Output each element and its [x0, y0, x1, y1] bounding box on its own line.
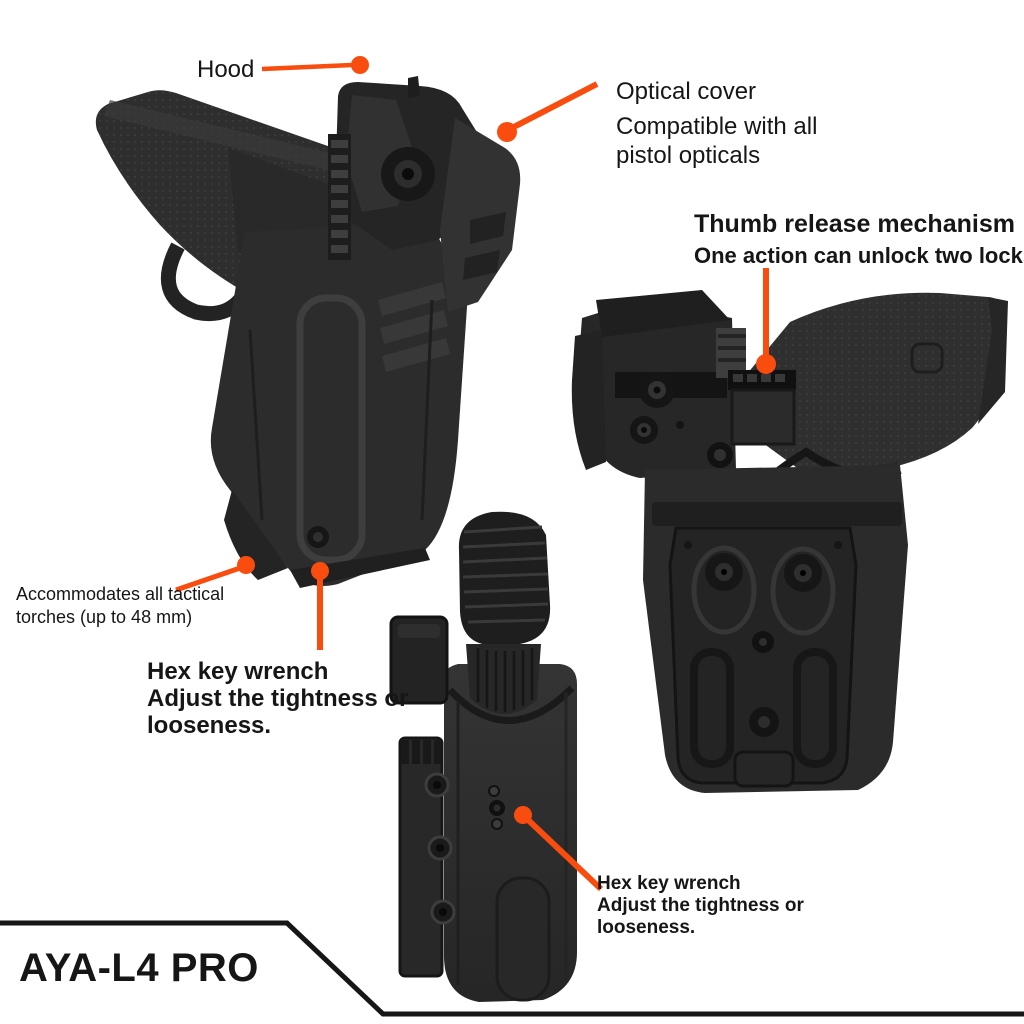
- hex-key-secondary-callout-dot: [514, 806, 532, 824]
- hex-key-secondary-desc-line2: looseness.: [597, 917, 696, 938]
- thumb-release-callout-dot: [756, 354, 776, 374]
- thumb-release-title: Thumb release mechanism: [694, 210, 1015, 238]
- footer-border-line: [0, 920, 1024, 1017]
- tactical-torch-line2: torches (up to 48 mm): [16, 607, 193, 627]
- optical-cover-desc-line2: pistol opticals: [616, 142, 761, 169]
- hex-key-primary-callout-dot: [311, 562, 329, 580]
- holster-side-view: [95, 76, 521, 588]
- holster-top-view: [389, 511, 577, 1002]
- optical-cover-title: Optical cover: [616, 78, 757, 105]
- optical-cover-callout-line: [506, 81, 599, 133]
- hood-callout-line: [261, 62, 353, 72]
- callout-thumb-release-label: Thumb release mechanism One action can u…: [694, 209, 1024, 269]
- hex-key-secondary-desc-line1: Adjust the tightness or: [597, 895, 804, 916]
- product-title: AYA-L4 PRO: [19, 946, 259, 990]
- hex-key-secondary-callout-line: [522, 814, 604, 892]
- callout-hood-label: Hood: [197, 56, 255, 83]
- hex-key-primary-desc-line1: Adjust the tightness or: [147, 685, 409, 712]
- optical-cover-desc-line1: Compatible with all: [616, 113, 818, 140]
- holster-back-view: [571, 290, 1008, 793]
- hex-key-primary-desc-line2: looseness.: [147, 712, 272, 739]
- hex-key-primary-title: Hex key wrench: [147, 658, 329, 685]
- callout-optical-cover-label: Optical cover Compatible with all pistol…: [616, 77, 817, 170]
- callout-tactical-torch-label: Accommodates all tactical torches (up to…: [16, 583, 224, 629]
- callout-lines: [175, 56, 776, 892]
- tactical-torch-line1: Accommodates all tactical: [16, 584, 225, 604]
- callout-hex-key-secondary-label: Hex key wrench Adjust the tightness or l…: [597, 873, 804, 939]
- hood-callout-dot: [351, 56, 369, 74]
- hex-key-secondary-title: Hex key wrench: [597, 873, 741, 894]
- tactical-torch-callout-dot: [237, 556, 255, 574]
- callout-hex-key-primary-label: Hex key wrench Adjust the tightness or l…: [147, 658, 408, 739]
- tactical-torch-callout-line: [175, 564, 244, 593]
- thumb-release-desc: One action can unlock two locks.: [694, 243, 1024, 268]
- optical-cover-callout-dot: [497, 122, 517, 142]
